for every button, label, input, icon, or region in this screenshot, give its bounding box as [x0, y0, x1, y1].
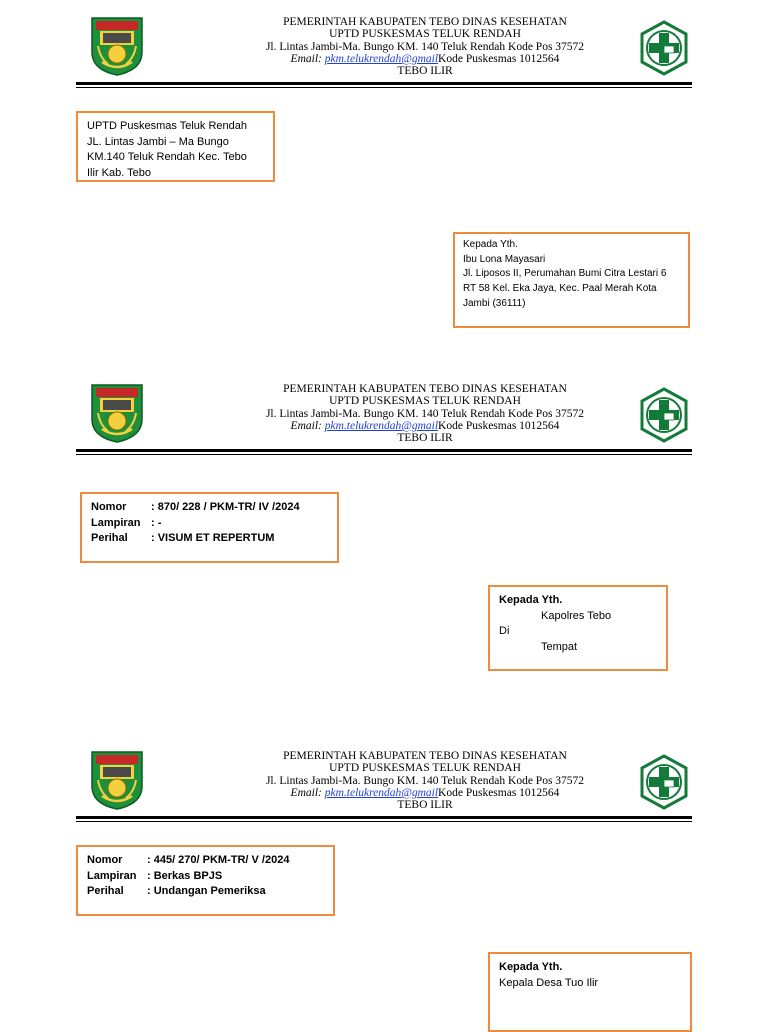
nomor-value: : 445/ 270/ PKM-TR/ V /2024	[147, 854, 290, 866]
header-rule-thin	[76, 87, 692, 88]
recipient-box: Kepada Yth. Kapolres Tebo Di Tempat	[488, 585, 668, 671]
recipient-line: Kepada Yth.	[463, 239, 518, 250]
letterhead-text: PEMERINTAH KABUPATEN TEBO DINAS KESEHATA…	[200, 383, 650, 444]
puskesmas-green-cross-icon	[640, 387, 688, 443]
letterhead-email-line: Email: pkm.telukrendah@gmailKode Puskesm…	[200, 787, 650, 799]
recipient-line: Ibu Lona Mayasari	[463, 253, 546, 265]
email-label: Email:	[290, 786, 322, 799]
puskesmas-code: Kode Puskesmas 1012564	[438, 52, 560, 65]
puskesmas-code: Kode Puskesmas 1012564	[438, 786, 560, 799]
email-link[interactable]: pkm.telukrendah@gmail	[324, 786, 439, 799]
recipient-line: Jl. Liposos II, Perumahan Bumi Citra Les…	[463, 268, 667, 280]
nomor-row: Nomor : 870/ 228 / PKM-TR/ IV /2024	[91, 500, 328, 516]
letter-reference-box: Nomor : 445/ 270/ PKM-TR/ V /2024 Lampir…	[76, 845, 335, 916]
puskesmas-green-cross-icon	[640, 20, 688, 76]
nomor-row: Nomor : 445/ 270/ PKM-TR/ V /2024	[87, 853, 324, 869]
lampiran-label: Lampiran	[87, 869, 137, 882]
recipient-place: Tempat	[541, 640, 578, 653]
letterhead-address: Jl. Lintas Jambi-Ma. Bungo KM. 140 Teluk…	[265, 774, 585, 787]
recipient-heading: Kepada Yth.	[499, 594, 563, 606]
letterhead-line1: PEMERINTAH KABUPATEN TEBO DINAS KESEHATA…	[283, 750, 567, 762]
recipient-box: Kepada Yth. Kepala Desa Tuo Ilir	[488, 952, 692, 1032]
letterhead-line1: PEMERINTAH KABUPATEN TEBO DINAS KESEHATA…	[283, 383, 567, 395]
perihal-label: Perihal	[87, 885, 124, 897]
recipient-heading: Kepada Yth.	[499, 961, 563, 973]
perihal-value: : Undangan Pemeriksa	[147, 885, 266, 897]
email-label: Email:	[290, 52, 322, 65]
lampiran-label: Lampiran	[91, 516, 141, 529]
letterhead-address: Jl. Lintas Jambi-Ma. Bungo KM. 140 Teluk…	[265, 40, 585, 53]
letter-reference-box: Nomor : 870/ 228 / PKM-TR/ IV /2024 Lamp…	[80, 492, 339, 563]
lampiran-row: Lampiran : -	[91, 516, 328, 532]
email-label: Email:	[290, 419, 322, 432]
tebo-regency-emblem-icon	[91, 384, 143, 443]
tebo-regency-emblem-icon	[91, 17, 143, 76]
letterhead-text: PEMERINTAH KABUPATEN TEBO DINAS KESEHATA…	[200, 16, 650, 77]
letterhead-line2: UPTD PUSKESMAS TELUK RENDAH	[329, 762, 521, 775]
nomor-value: : 870/ 228 / PKM-TR/ IV /2024	[151, 501, 300, 513]
header-rule-thick	[76, 82, 692, 85]
letterhead-line5: TEBO ILIR	[397, 432, 453, 445]
recipient-di: Di	[499, 625, 510, 637]
perihal-value: : VISUM ET REPERTUM	[151, 532, 275, 544]
letterhead-line5: TEBO ILIR	[397, 65, 453, 78]
header-rule-thin	[76, 821, 692, 822]
perihal-row: Perihal : VISUM ET REPERTUM	[91, 531, 328, 547]
lampiran-row: Lampiran : Berkas BPJS	[87, 869, 324, 885]
perihal-label: Perihal	[91, 532, 128, 544]
letterhead-text: PEMERINTAH KABUPATEN TEBO DINAS KESEHATA…	[200, 750, 650, 811]
email-link[interactable]: pkm.telukrendah@gmail	[324, 52, 439, 65]
recipient-line: Jambi (36111)	[463, 297, 526, 309]
lampiran-value: : Berkas BPJS	[147, 869, 223, 882]
letterhead-line5: TEBO ILIR	[397, 799, 453, 812]
sender-address-box: UPTD Puskesmas Teluk Rendah JL. Lintas J…	[76, 111, 275, 182]
header-rule-thick	[76, 449, 692, 452]
recipient-address-box: Kepada Yth. Ibu Lona Mayasari Jl. Liposo…	[453, 232, 690, 328]
letterhead-email-line: Email: pkm.telukrendah@gmailKode Puskesm…	[200, 53, 650, 65]
sender-line: KM.140 Teluk Rendah Kec. Tebo	[87, 151, 247, 163]
email-link[interactable]: pkm.telukrendah@gmail	[324, 419, 439, 432]
sender-line: Ilir Kab. Tebo	[87, 166, 152, 179]
tebo-regency-emblem-icon	[91, 751, 143, 810]
nomor-label: Nomor	[91, 501, 127, 513]
puskesmas-green-cross-icon	[640, 754, 688, 810]
recipient-name: Kepala Desa Tuo Ilir	[499, 976, 599, 989]
recipient-name: Kapolres Tebo	[541, 609, 612, 622]
puskesmas-code: Kode Puskesmas 1012564	[438, 419, 560, 432]
letterhead-line1: PEMERINTAH KABUPATEN TEBO DINAS KESEHATA…	[283, 16, 567, 28]
letterhead-address: Jl. Lintas Jambi-Ma. Bungo KM. 140 Teluk…	[265, 407, 585, 420]
letterhead-line2: UPTD PUSKESMAS TELUK RENDAH	[329, 395, 521, 408]
perihal-row: Perihal : Undangan Pemeriksa	[87, 884, 324, 900]
letterhead-email-line: Email: pkm.telukrendah@gmailKode Puskesm…	[200, 420, 650, 432]
sender-line: UPTD Puskesmas Teluk Rendah	[87, 120, 247, 132]
sender-line: JL. Lintas Jambi – Ma Bungo	[87, 135, 229, 148]
nomor-label: Nomor	[87, 854, 123, 866]
header-rule-thin	[76, 454, 692, 455]
recipient-line: RT 58 Kel. Eka Jaya, Kec. Paal Merah Kot…	[463, 283, 657, 295]
lampiran-value: : -	[151, 516, 162, 529]
header-rule-thick	[76, 816, 692, 819]
letterhead-line2: UPTD PUSKESMAS TELUK RENDAH	[329, 28, 521, 41]
